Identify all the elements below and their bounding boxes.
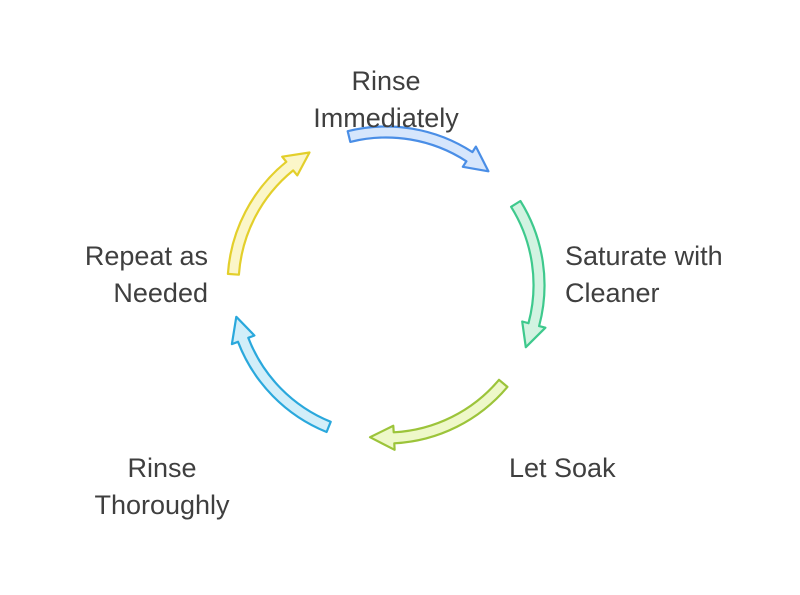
- arrow-rinse-thoroughly: [230, 315, 332, 434]
- step-label-saturate-with-cleaner: Saturate with Cleaner: [565, 238, 775, 312]
- step-label-line: Rinse: [127, 453, 197, 483]
- step-label-line: Repeat as: [84, 241, 208, 271]
- step-label-line: Rinse: [351, 66, 421, 96]
- step-label-line: Let Soak: [509, 453, 616, 483]
- step-label-rinse-immediately: Rinse Immediately: [250, 63, 522, 137]
- arrow-saturate-with-cleaner: [510, 199, 547, 349]
- step-label-repeat-as-needed: Repeat as Needed: [20, 238, 208, 312]
- step-label-line: Cleaner: [565, 278, 660, 308]
- arrow-let-soak: [368, 378, 509, 451]
- arrow-rinse-immediately: [346, 125, 490, 173]
- step-label-rinse-thoroughly: Rinse Thoroughly: [60, 450, 264, 524]
- step-label-line: Needed: [113, 278, 208, 308]
- step-label-line: Immediately: [313, 103, 459, 133]
- step-label-let-soak: Let Soak: [509, 450, 709, 487]
- step-label-line: Saturate with: [565, 241, 723, 271]
- arrow-repeat-as-needed: [226, 151, 311, 276]
- step-label-line: Thoroughly: [94, 490, 230, 520]
